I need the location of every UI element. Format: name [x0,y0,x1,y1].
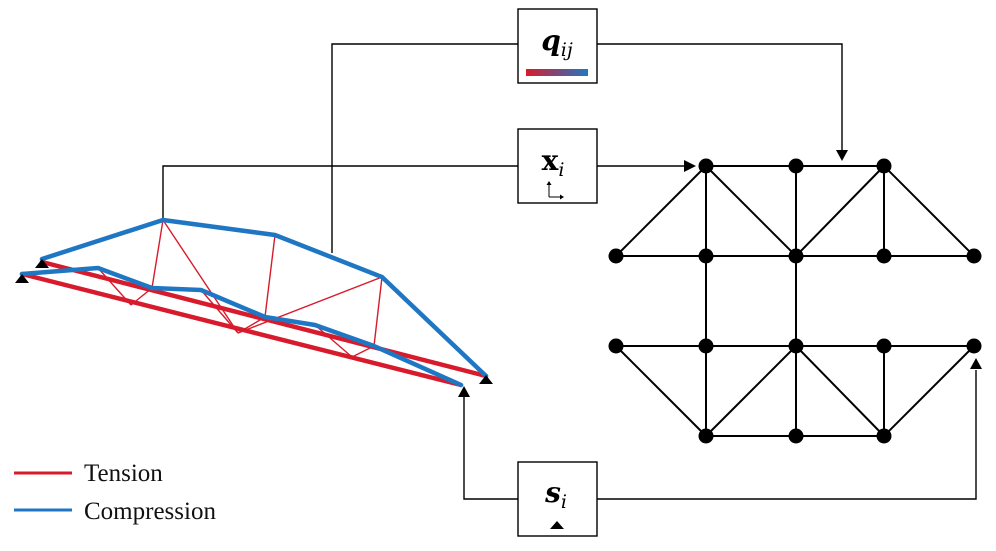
q-to-graph-connector [597,43,843,152]
legend: Tension Compression [14,460,216,525]
q-box-label: qij [541,24,573,61]
graph-node [788,158,804,174]
q-box: qij [517,8,598,84]
graph-node [788,248,804,264]
graph-node [876,428,892,444]
compression-lower-chord [19,265,464,388]
truss-structure [15,217,493,388]
truss-supports [15,259,493,384]
x-box-frame [517,128,598,204]
support-triangle-icon [550,521,564,529]
arrowhead-s-node [970,358,982,369]
s-to-graph-connector [597,370,977,500]
arrowhead-q-edge [836,150,848,161]
s-box: si [517,461,598,537]
force-density-gradient-bar [526,69,588,76]
graph-edges [615,165,975,437]
graph-nodes [608,158,982,444]
graph-node [698,338,714,354]
support-icon-left [15,274,29,283]
graph-node [876,248,892,264]
graph-node [788,338,804,354]
arrowhead-s-support [458,386,470,397]
arrowheads [458,150,982,397]
connectors [162,43,977,500]
legend-tension-label: Tension [84,460,163,487]
q-to-truss-connector [331,43,518,253]
x-to-truss-connector [162,165,518,218]
graph-node [788,428,804,444]
graph-node [608,338,624,354]
compression-chords [19,217,489,388]
axes-icon [546,181,564,200]
graph-node [966,248,982,264]
compression-top-chord [39,217,489,379]
x-box: xi [517,128,598,204]
graph-node [698,248,714,264]
s-to-truss-connector [463,396,518,500]
arrowhead-x-node [684,160,696,172]
support-icon-right [479,375,493,384]
legend-compression-label: Compression [84,498,216,525]
graph-node [876,338,892,354]
graph-node [966,338,982,354]
graph-node [876,158,892,174]
x-box-label: xi [542,144,565,181]
graph-node [698,428,714,444]
graph-network [608,158,982,444]
graph-node [608,248,624,264]
graph-node [698,158,714,174]
tension-bottom-chord [19,271,464,388]
s-box-label: si [544,476,567,513]
support-icon-left-top [35,259,49,268]
